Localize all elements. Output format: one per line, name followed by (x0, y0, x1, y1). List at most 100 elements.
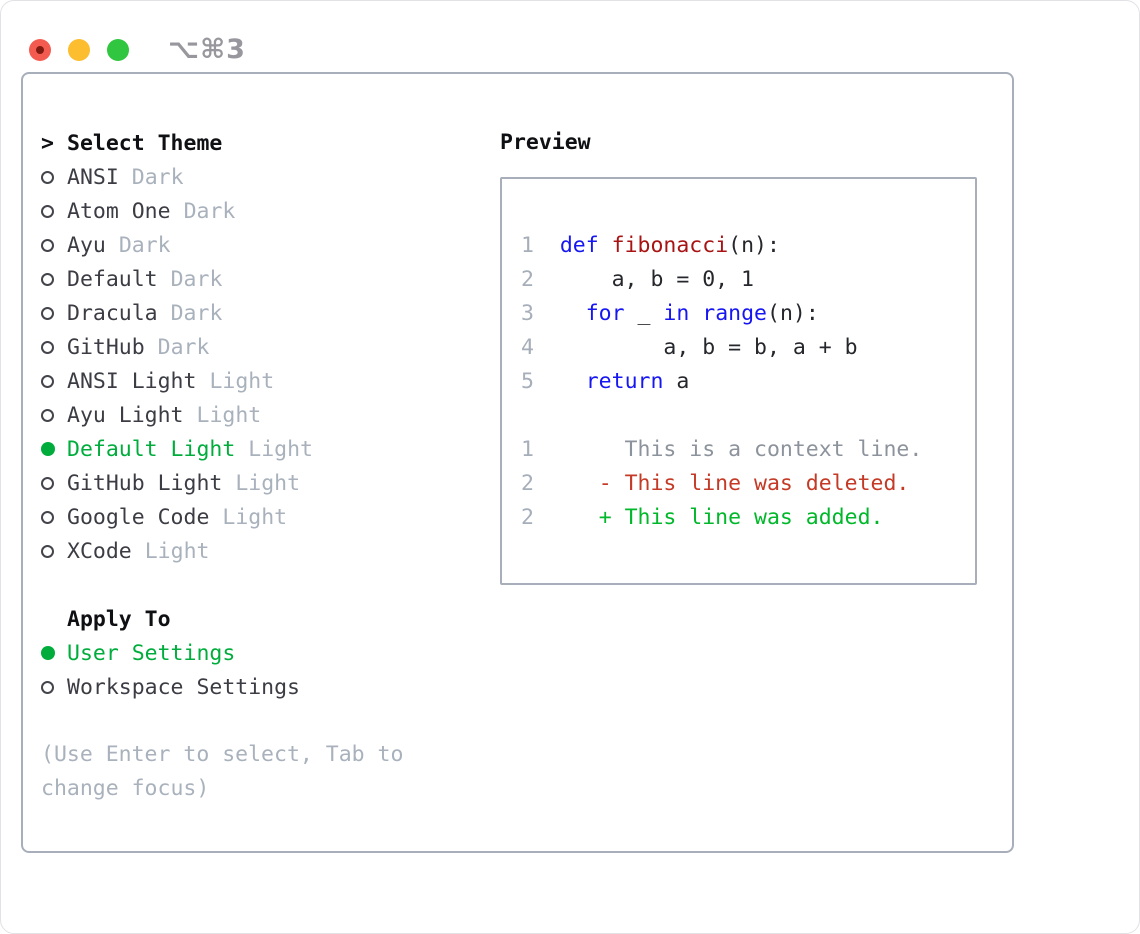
radio-cell (41, 442, 67, 456)
radio-cell (41, 340, 67, 354)
option-label: XCode (67, 538, 132, 564)
theme-option-xcode[interactable]: XCode Light (41, 534, 500, 568)
code-segment: a, b = 0, 1 (533, 267, 755, 292)
code-segment: for (585, 301, 625, 326)
radio-cell (41, 204, 67, 218)
code-segment: def (559, 233, 599, 258)
option-tag: Dark (183, 198, 236, 224)
code-segment (534, 233, 560, 258)
code-segment: + This line was added. (598, 505, 884, 530)
radio-cell (41, 544, 67, 558)
option-tag: Light (209, 368, 275, 394)
preview-line: 2 a, b = 0, 1 (521, 263, 975, 297)
radio-cell (41, 646, 67, 660)
line-number: 3 (521, 301, 534, 326)
radio-selected-icon (41, 646, 55, 660)
preview-line: 3 for _ in range(n): (521, 297, 975, 331)
code-segment (534, 471, 599, 496)
preview-line: 4 a, b = b, a + b (521, 331, 975, 365)
line-number: 2 (521, 267, 534, 292)
radio-cell (41, 680, 67, 694)
option-label: Dracula (67, 300, 158, 326)
line-number: 1 (521, 437, 534, 462)
radio-unselected-icon (41, 544, 54, 558)
close-dot-icon (36, 45, 44, 54)
theme-option-atom-one[interactable]: Atom One Dark (41, 194, 500, 228)
radio-unselected-icon (41, 374, 54, 388)
select-theme-title: Select Theme (67, 130, 223, 156)
option-label: Ayu (67, 232, 106, 258)
preview-line: 2 + This line was added. (521, 501, 975, 535)
code-segment (534, 369, 586, 394)
code-segment: in (663, 301, 690, 326)
title-bar: ⌥⌘3 (1, 1, 1139, 72)
option-tag: Dark (131, 164, 184, 190)
code-segment (689, 301, 702, 326)
window-title: ⌥⌘3 (168, 34, 246, 65)
option-label: ANSI (67, 164, 119, 190)
apply-option-workspace-settings[interactable]: Workspace Settings (41, 670, 500, 704)
help-line-1: (Use Enter to select, Tab to (41, 742, 404, 767)
radio-unselected-icon (41, 238, 54, 252)
close-button[interactable] (29, 38, 51, 61)
code-segment: - This line was deleted. (598, 471, 910, 496)
preview-line: 1 def fibonacci(n): (521, 229, 975, 263)
apply-option-user-settings[interactable]: User Settings (41, 636, 500, 670)
preview-line: 1 This is a context line. (521, 433, 975, 467)
code-segment: return (585, 369, 664, 394)
theme-option-default[interactable]: Default Dark (41, 262, 500, 296)
radio-selected-icon (41, 442, 55, 456)
line-number: 1 (521, 233, 534, 258)
radio-unselected-icon (41, 170, 54, 184)
code-segment: (n): (728, 233, 780, 258)
code-segment (534, 301, 586, 326)
option-tag: Light (235, 470, 301, 496)
radio-unselected-icon (41, 408, 54, 422)
preview-line: 5 return a (521, 365, 975, 399)
option-label: GitHub (67, 334, 145, 360)
theme-option-ansi[interactable]: ANSI Dark (41, 160, 500, 194)
code-segment: _ (624, 301, 664, 326)
radio-unselected-icon (41, 340, 54, 354)
code-segment (534, 505, 599, 530)
radio-cell (41, 476, 67, 490)
radio-unselected-icon (41, 476, 54, 490)
code-segment: range (702, 301, 767, 326)
code-segment: a (663, 369, 690, 394)
apply-to-header-row: Apply To (41, 602, 500, 636)
radio-unselected-icon (41, 306, 54, 320)
option-tag: Dark (170, 266, 223, 292)
line-number: 2 (521, 505, 534, 530)
radio-cell (41, 374, 67, 388)
code-segment: (n): (767, 301, 819, 326)
minimize-button[interactable] (68, 38, 90, 61)
option-tag: Dark (170, 300, 223, 326)
line-number: 5 (521, 369, 534, 394)
code-segment: a, b = b, a + b (533, 335, 858, 360)
line-number: 4 (521, 335, 534, 360)
preview-column: Preview 1 def fibonacci(n):2 a, b = 0, 1… (500, 126, 988, 851)
spacer (41, 568, 500, 602)
select-theme-header-row: > Select Theme (41, 126, 500, 160)
preview-line (521, 399, 975, 433)
option-tag: Light (144, 538, 210, 564)
option-label: Default (67, 266, 158, 292)
option-label: Atom One (67, 198, 171, 224)
option-tag: Light (248, 436, 314, 462)
theme-option-dracula[interactable]: Dracula Dark (41, 296, 500, 330)
zoom-button[interactable] (107, 38, 129, 61)
radio-cell (41, 272, 67, 286)
